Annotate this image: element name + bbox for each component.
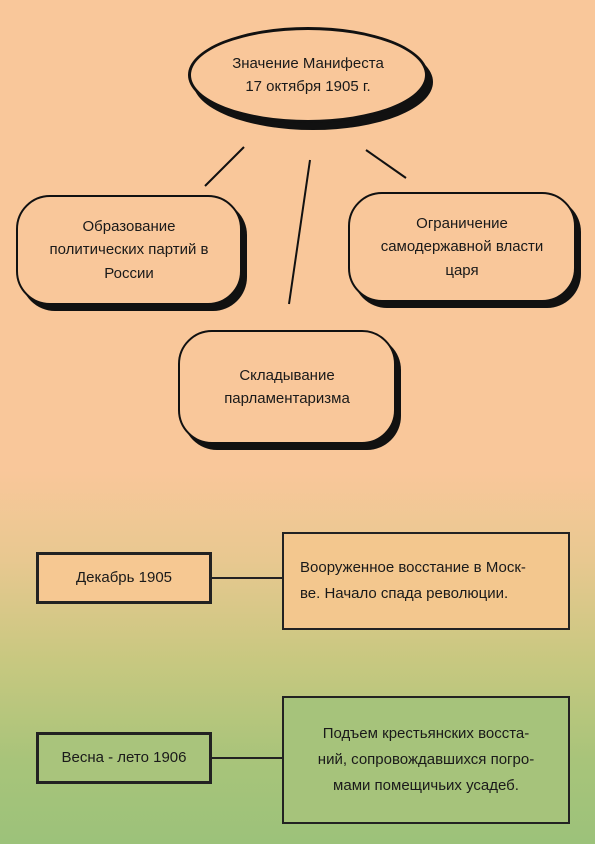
node-political-parties: Образование политических партий в России [16,195,242,305]
node-parliamentarism-label: Складывание парламентаризма [224,366,350,407]
central-node-manifesto: Значение Манифеста 17 октября 1905 г. [188,27,428,123]
node-political-parties-label: Образование политических партий в России [49,218,209,282]
node-autocracy-limitation: Ограничение самодержавной власти царя [348,192,576,302]
timeline-date-2-label: Весна - лето 1906 [61,748,187,766]
central-node-label: Значение Манифеста 17 октября 1905 г. [232,54,384,95]
timeline-date-1-label: Декабрь 1905 [75,568,173,586]
timeline-event-1-text: Вооруженное восстание в Моск- ве. Начало… [300,558,526,602]
timeline-event-2: Подъем крестьянских восста- ний, сопрово… [282,696,570,824]
timeline-date-1: Декабрь 1905 [36,552,212,604]
timeline-event-1: Вооруженное восстание в Моск- ве. Начало… [282,532,570,630]
node-autocracy-limitation-label: Ограничение самодержавной власти царя [380,215,544,279]
timeline-event-2-text: Подъем крестьянских восста- ний, сопрово… [317,724,535,795]
connector-to-parliamentarism [288,159,311,305]
timeline-date-2: Весна - лето 1906 [36,732,212,784]
connector-to-parties [204,146,245,187]
connector-to-limitation [365,149,407,179]
node-parliamentarism: Складывание парламентаризма [178,330,396,444]
